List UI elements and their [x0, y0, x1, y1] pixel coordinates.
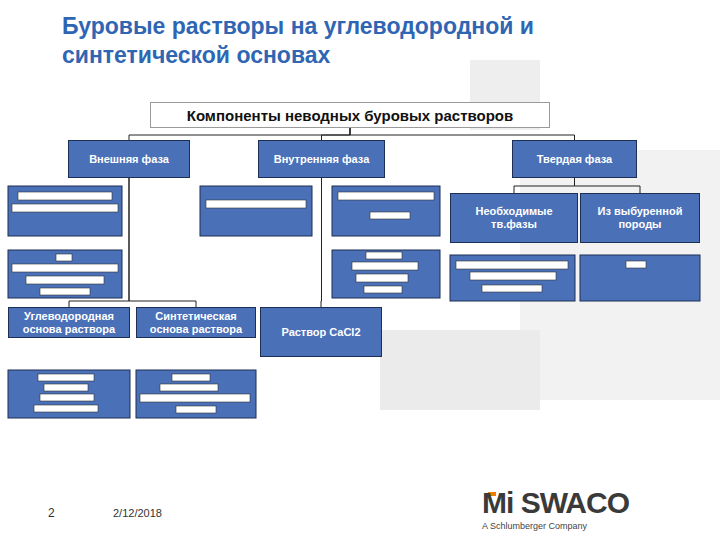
- node-text: Внутренняя фаза: [274, 153, 370, 166]
- company-logo: Mi SWACO: [482, 488, 629, 518]
- category-box: Синтетическая основа раствора: [136, 307, 256, 338]
- connector: [514, 178, 575, 193]
- node-text: Компоненты неводных буровых растворов: [187, 107, 514, 124]
- node-text: Твердая фаза: [537, 153, 612, 166]
- connector: [321, 178, 323, 307]
- slide-title: Буровые растворы на углеводородной и син…: [62, 12, 682, 70]
- category-box: Углеводородная основа раствора: [8, 307, 130, 338]
- blank-boxes: [8, 186, 700, 418]
- category-box: Раствор CaCl2: [260, 307, 382, 357]
- phase-box: Внешняя фаза: [68, 140, 190, 178]
- connector: [350, 128, 575, 140]
- connector: [322, 128, 351, 140]
- connector: [129, 178, 196, 307]
- node-text: Из выбуренной породы: [584, 205, 696, 230]
- header-box: Компоненты неводных буровых растворов: [150, 102, 550, 128]
- page-number: 2: [48, 507, 55, 519]
- logo-subtitle: A Schlumberger Company: [482, 522, 587, 531]
- category-box: Из выбуренной породы: [580, 193, 700, 243]
- connector: [69, 178, 129, 307]
- date-label: 2/12/2018: [113, 508, 162, 519]
- node-text: Раствор CaCl2: [281, 326, 360, 339]
- node-text: Внешняя фаза: [89, 153, 169, 166]
- connector: [129, 128, 350, 140]
- phase-box: Внутренняя фаза: [258, 140, 385, 178]
- text-bars: [12, 192, 646, 413]
- node-text: Необходимые тв.фазы: [454, 205, 574, 230]
- node-text: Синтетическая основа раствора: [140, 310, 252, 335]
- node-text: Углеводородная основа раствора: [12, 310, 126, 335]
- phase-box: Твердая фаза: [512, 140, 637, 178]
- category-box: Необходимые тв.фазы: [450, 193, 578, 243]
- connector: [575, 178, 641, 193]
